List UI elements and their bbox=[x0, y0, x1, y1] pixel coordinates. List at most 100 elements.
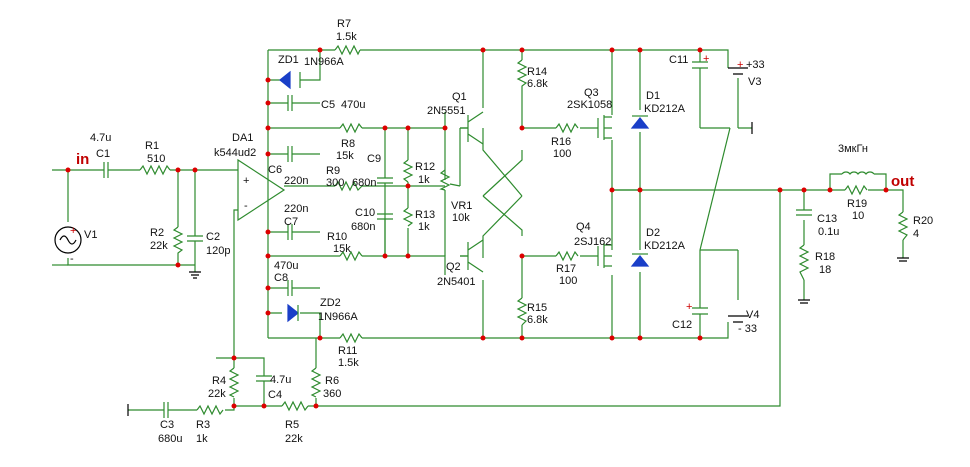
c6-ref: C6 bbox=[268, 164, 282, 176]
q2-ref: Q2 bbox=[446, 261, 461, 273]
v3-plus-sign: + bbox=[737, 59, 743, 71]
resistor-r1 bbox=[139, 164, 171, 176]
resistor-r9 bbox=[334, 180, 363, 192]
resistor-r8 bbox=[339, 122, 363, 134]
q3-value: 2SK1058 bbox=[567, 99, 612, 111]
input-port-label: in bbox=[76, 151, 89, 168]
capacitor-c8 bbox=[284, 280, 300, 296]
c8-value: 470u bbox=[274, 260, 298, 272]
c7-ref: C7 bbox=[284, 216, 298, 228]
r16-value: 100 bbox=[553, 148, 571, 160]
r20-value: 4 bbox=[913, 228, 919, 240]
resistor-r5 bbox=[281, 400, 309, 412]
r19-ref: R19 bbox=[847, 198, 867, 210]
r11-ref: R11 bbox=[338, 345, 357, 357]
r17-value: 100 bbox=[559, 275, 577, 287]
capacitor-c9 bbox=[377, 177, 393, 197]
vr1-value: 10k bbox=[452, 212, 470, 224]
resistor-r19 bbox=[844, 184, 868, 196]
r5-value: 22k bbox=[285, 433, 303, 445]
opamp-da1: + - bbox=[237, 158, 286, 222]
resistor-r6 bbox=[310, 367, 322, 398]
v3-value: +33 bbox=[746, 59, 765, 71]
c1-ref: C1 bbox=[96, 148, 110, 160]
c5-value: 470u bbox=[341, 99, 365, 111]
r20-ref: R20 bbox=[913, 215, 933, 227]
resistor-r3 bbox=[196, 404, 224, 416]
r18-ref: R18 bbox=[815, 251, 835, 263]
r9-ref: R9 bbox=[326, 165, 340, 177]
c7-value: 220n bbox=[284, 203, 308, 215]
resistor-r15 bbox=[516, 297, 528, 326]
capacitor-c3 bbox=[160, 402, 180, 418]
battery-v3 bbox=[728, 67, 748, 75]
q3-ref: Q3 bbox=[584, 87, 599, 99]
d2-ref: D2 bbox=[646, 227, 660, 239]
ground-symbol bbox=[189, 271, 201, 279]
capacitor-c10 bbox=[377, 213, 393, 256]
c2-value: 120p bbox=[206, 245, 230, 257]
c4-value: 4.7u bbox=[270, 374, 291, 386]
polarity-c11: + bbox=[703, 53, 709, 65]
r14-value: 6.8k bbox=[527, 78, 548, 90]
capacitor-c13 bbox=[796, 209, 812, 216]
resistor-r18 bbox=[798, 244, 810, 281]
r2-ref: R2 bbox=[150, 227, 164, 239]
battery-v4 bbox=[728, 315, 748, 323]
d1-value: KD212A bbox=[644, 103, 686, 115]
r8-value: 15k bbox=[336, 150, 354, 162]
polarity-v1: + bbox=[70, 225, 76, 237]
r7-value: 1.5k bbox=[336, 31, 357, 43]
capacitor-c11 bbox=[692, 61, 708, 80]
c3-value: 680u bbox=[158, 433, 182, 445]
c13-ref: C13 bbox=[817, 213, 837, 225]
resistor-r20 bbox=[897, 211, 909, 241]
q4-ref: Q4 bbox=[576, 221, 591, 233]
r11-value: 1.5k bbox=[338, 357, 359, 369]
transistor-q2 bbox=[460, 239, 484, 273]
c10-value: 680n bbox=[351, 221, 375, 233]
capacitors bbox=[100, 61, 812, 418]
resistor-r2 bbox=[172, 226, 184, 260]
v4-value: - 33 bbox=[738, 323, 757, 335]
q2-value: 2N5401 bbox=[437, 276, 476, 288]
inductor-l1 bbox=[841, 171, 875, 175]
r3-ref: R3 bbox=[196, 419, 210, 431]
v3-ref: V3 bbox=[748, 76, 761, 88]
diode-d2 bbox=[630, 253, 650, 267]
resistors bbox=[139, 44, 909, 416]
junction-dots bbox=[65, 47, 889, 409]
r6-ref: R6 bbox=[325, 375, 339, 387]
resistor-r14 bbox=[516, 59, 528, 90]
diode-d1 bbox=[630, 115, 650, 129]
resistor-r16 bbox=[555, 122, 579, 134]
zener-zd2 bbox=[287, 303, 299, 323]
c13-value: 0.1u bbox=[818, 226, 839, 238]
c8-ref: C8 bbox=[274, 272, 288, 284]
zd2-ref: ZD2 bbox=[320, 297, 341, 309]
resistor-r4 bbox=[228, 367, 240, 398]
r5-ref: R5 bbox=[285, 419, 299, 431]
zd1-value: 1N966A bbox=[304, 56, 344, 68]
r8-ref: R8 bbox=[341, 138, 355, 150]
source-v1 bbox=[54, 226, 82, 254]
zd1-ref: ZD1 bbox=[278, 54, 299, 66]
d1-ref: D1 bbox=[646, 90, 660, 102]
r15-ref: R15 bbox=[527, 302, 547, 314]
zd2-value: 1N966A bbox=[318, 311, 358, 323]
r18-value: 18 bbox=[819, 264, 831, 276]
c5-label: C5 bbox=[321, 99, 335, 111]
capacitor-c1 bbox=[100, 162, 112, 178]
c10-ref: C10 bbox=[355, 207, 375, 219]
resistor-r10 bbox=[339, 250, 363, 262]
resistor-r11 bbox=[339, 332, 363, 344]
polarity-c12: + bbox=[686, 301, 692, 313]
r9-value: 300 bbox=[326, 177, 344, 189]
capacitor-c5 bbox=[284, 95, 300, 111]
r1-ref: R1 bbox=[145, 140, 159, 152]
c4-ref: C4 bbox=[268, 389, 282, 401]
q1-ref: Q1 bbox=[452, 91, 467, 103]
l1-value: 3мкГн bbox=[838, 143, 868, 155]
q4-value: 2SJ162 bbox=[574, 236, 611, 248]
